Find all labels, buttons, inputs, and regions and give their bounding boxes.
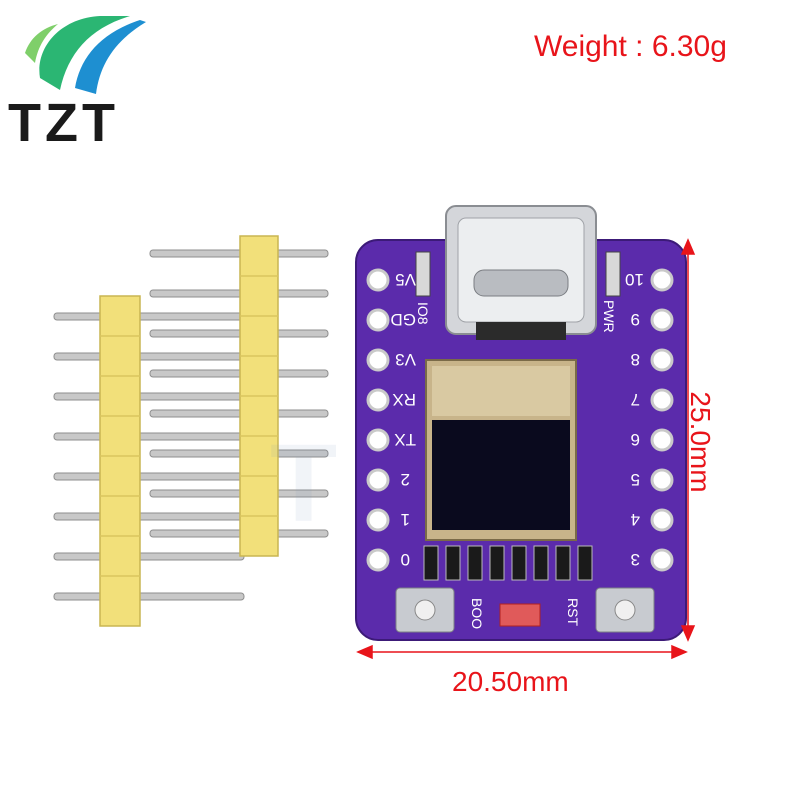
pin-label-left: V3 <box>395 350 416 369</box>
reset-button <box>595 587 655 633</box>
width-dimension-label: 20.50mm <box>452 666 569 697</box>
dev-board: V5 GD V3 RX TX 2 1 0 10 9 8 7 6 5 4 3 IO… <box>355 205 687 641</box>
pin-label-left: 0 <box>401 550 410 569</box>
dimension-lines <box>356 238 696 660</box>
pin-label-left: GD <box>391 310 417 329</box>
pin-label-right: 4 <box>631 510 640 529</box>
brand-logo-icon <box>25 16 146 94</box>
status-led <box>499 603 541 627</box>
pin-label-right: 8 <box>631 350 640 369</box>
pwr-label: PWR <box>601 300 617 333</box>
height-dimension-label: 25.0mm <box>685 391 716 493</box>
rst-label: RST <box>565 598 581 626</box>
pin-label-left: 2 <box>401 470 410 489</box>
oled-screen <box>432 420 570 530</box>
pin-label-right: 10 <box>625 270 644 289</box>
boot-label: BOO <box>469 598 485 629</box>
watermark: T <box>270 422 348 545</box>
pin-label-right: 9 <box>631 310 640 329</box>
brand-name: TZT <box>8 93 119 153</box>
pin-label-right: 7 <box>631 390 640 409</box>
pin-label-right: 6 <box>631 430 640 449</box>
io8-label: IO8 <box>415 302 431 325</box>
weight-label: Weight : 6.30g <box>534 30 727 63</box>
pin-label-right: 3 <box>631 550 640 569</box>
pin-label-left: TX <box>394 430 416 449</box>
pin-header-right <box>149 235 329 557</box>
pin-label-right: 5 <box>631 470 640 489</box>
pin-header-left <box>53 295 245 627</box>
pin-label-left: V5 <box>395 270 416 289</box>
pin-label-left: RX <box>392 390 416 409</box>
boot-button <box>395 587 455 633</box>
brand-logo <box>20 8 150 96</box>
pin-label-left: 1 <box>401 510 410 529</box>
